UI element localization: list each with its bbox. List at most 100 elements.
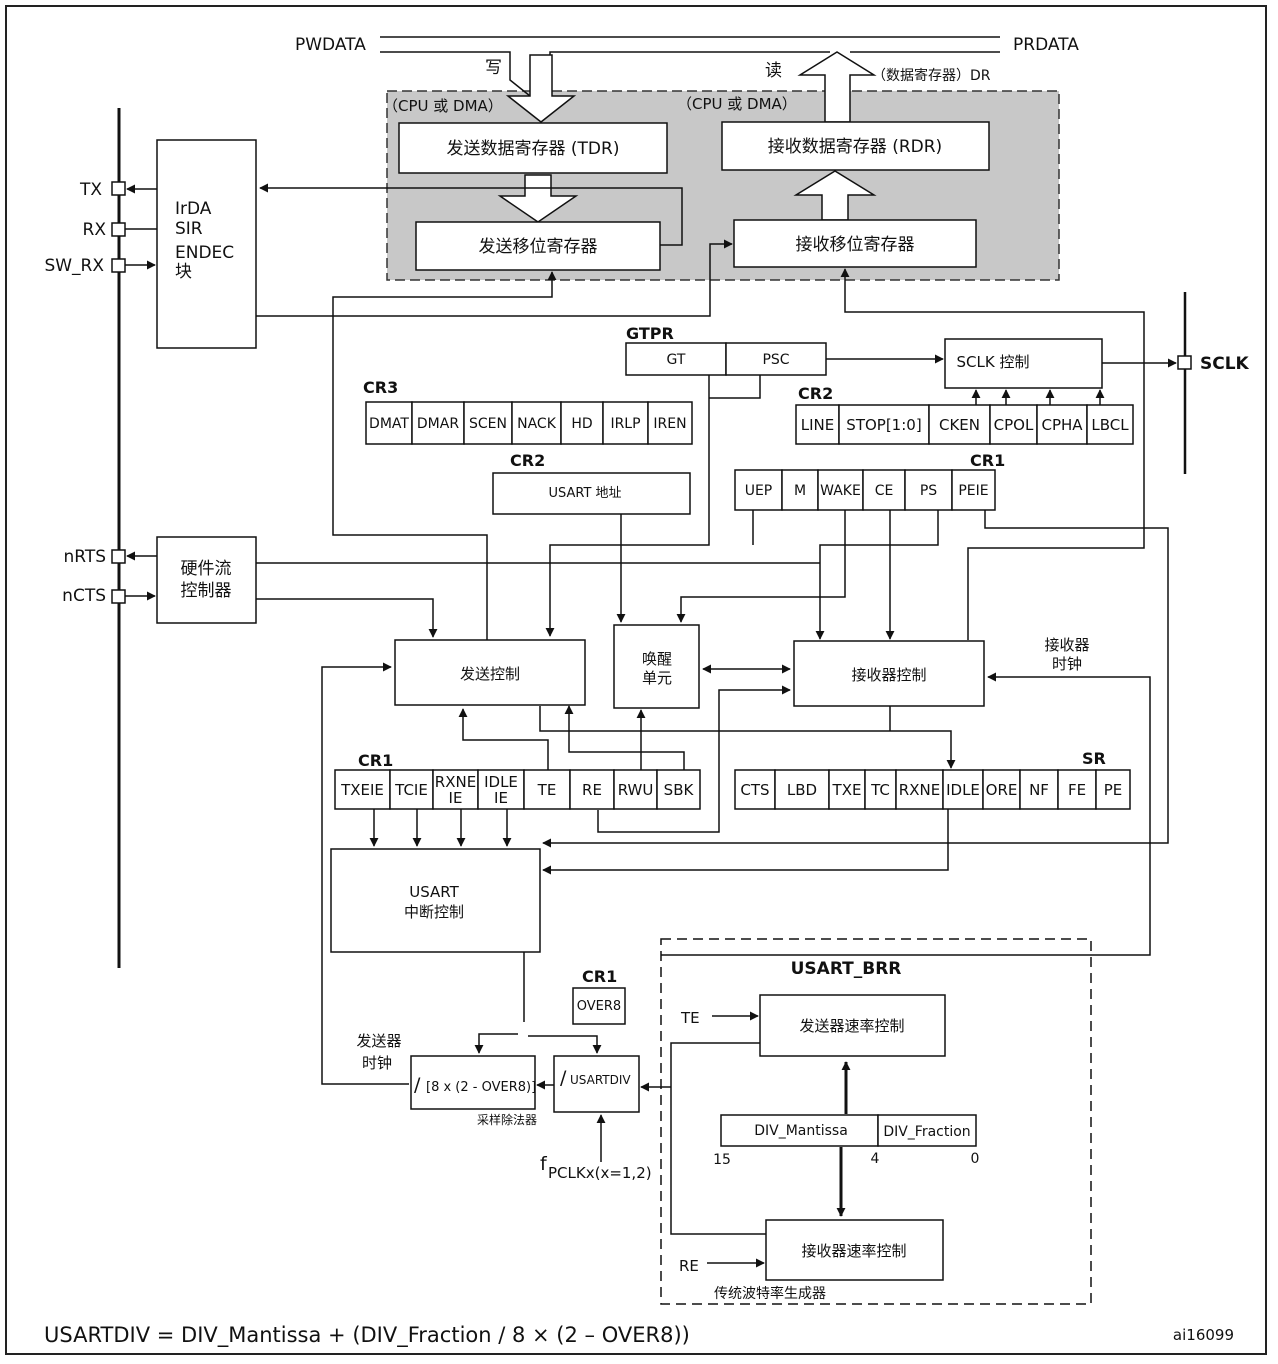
cr1-bottom-field-label: TE: [537, 781, 557, 799]
cr3-field-label: IREN: [653, 416, 686, 432]
sr-field-label: IDLE: [946, 781, 980, 799]
cr1-bottom-field-label: IE: [494, 789, 508, 807]
cpu-dma-right-label: （CPU 或 DMA）: [677, 95, 797, 113]
bit15-label: 15: [713, 1152, 731, 1168]
cr3-cell: [647, 401, 693, 445]
cr1-bottom-field-label: RE: [582, 781, 602, 799]
sampling-slash: /: [414, 1074, 421, 1096]
sampling-divider-label: [8 x (2 - OVER8)]: [426, 1080, 536, 1095]
cr3-cell: [411, 401, 465, 445]
rdr-box: [721, 121, 990, 171]
cr1-bottom-cell: [656, 769, 701, 810]
usartdiv-formula: USARTDIV = DIV_Mantissa + (DIV_Fraction …: [44, 1323, 690, 1348]
sr-field-label: PE: [1104, 781, 1123, 799]
usartdiv-label: USARTDIV: [570, 1073, 631, 1087]
sr-field-label: LBD: [787, 781, 817, 799]
brr-te-label: TE: [680, 1009, 700, 1027]
hw-flow-line1: 硬件流: [181, 559, 232, 579]
hw-flow-controller: [156, 536, 257, 624]
ncts-pin-label: nCTS: [62, 586, 106, 606]
tx-control-box: [394, 639, 586, 706]
rx-shift-register-label: 接收移位寄存器: [796, 235, 915, 255]
gtpr-cell: [625, 342, 727, 376]
tx-clock-line1: 发送器: [356, 1032, 401, 1050]
cr1-top-title: CR1: [970, 451, 1005, 470]
cr2-cell: [795, 404, 840, 445]
cr1-bottom-title: CR1: [358, 751, 393, 770]
sclk-pin: [1177, 355, 1192, 370]
rx-rate-control-box: [765, 1219, 944, 1281]
cr1-top-cell: [951, 469, 996, 511]
sr-field-label: RXNE: [899, 781, 940, 799]
cr1-over8-title: CR1: [582, 967, 617, 986]
rx-clock-line2: 时钟: [1052, 655, 1082, 673]
cr1-bottom-field-label: SBK: [664, 781, 695, 799]
cr1-top-cell: [781, 469, 819, 511]
sr-cell: [895, 769, 944, 810]
hw-flow-line2: 控制器: [181, 581, 232, 601]
data-bus: [380, 36, 1000, 97]
prdata-label: PRDATA: [1013, 35, 1079, 55]
wakeup-line1: 唤醒: [642, 650, 672, 668]
div-fraction-label: DIV_Fraction: [883, 1124, 970, 1140]
rx-control-label: 接收器控制: [851, 666, 926, 684]
cr3-cell: [511, 401, 562, 445]
div-fraction-box: [877, 1114, 977, 1147]
rx-pin: [111, 222, 126, 237]
cr2-field-label: CPOL: [994, 416, 1034, 434]
tx-shift-register-box: [415, 221, 661, 271]
tx-shift-register-label: 发送移位寄存器: [479, 237, 598, 257]
irda-block: [156, 139, 257, 349]
sclk-control-box: [944, 338, 1103, 389]
sr-field-label: NF: [1029, 781, 1049, 799]
brr-title: USART_BRR: [791, 959, 902, 979]
tdr-label: 发送数据寄存器 (TDR): [447, 139, 620, 159]
rx-clock-line1: 接收器: [1044, 636, 1089, 654]
cr1-bottom-field-label: TCIE: [394, 781, 428, 799]
write-label: 写: [485, 58, 502, 78]
div-mantissa-label: DIV_Mantissa: [754, 1123, 848, 1139]
sr-title: SR: [1082, 749, 1106, 768]
tdr-box: [398, 122, 668, 174]
tdr-to-shift-fat-arrow: [497, 174, 579, 223]
shift-to-rdr-fat-arrow: [793, 170, 877, 221]
cr2-field-label: CKEN: [939, 416, 980, 434]
write-fat-arrow: [505, 54, 577, 123]
irda-line4: 块: [175, 262, 192, 282]
cr3-field-label: NACK: [517, 416, 557, 432]
bit0-label: 0: [971, 1151, 980, 1167]
cr3-cell: [463, 401, 513, 445]
rdr-label: 接收数据寄存器 (RDR): [768, 137, 942, 157]
interrupt-control-box: [330, 848, 541, 953]
sw-rx-pin: [111, 258, 126, 273]
gtpr-cell: [725, 342, 827, 376]
cr1-top-cell: [817, 469, 864, 511]
sr-field-label: TXE: [832, 781, 862, 799]
cr1-bottom-cell: [389, 769, 434, 810]
sr-cell: [1019, 769, 1059, 810]
irda-line1: IrDA: [175, 199, 212, 219]
cr2-field-label: LBCL: [1091, 416, 1129, 434]
usart-address-box: [492, 472, 691, 515]
cr1-top-cell: [862, 469, 906, 511]
cr3-field-label: DMAT: [369, 416, 409, 432]
gtpr-field-label: PSC: [762, 352, 789, 368]
interrupt-line2: 中断控制: [404, 903, 464, 921]
cr1-bottom-field-label: TXEIE: [340, 781, 384, 799]
cr3-field-label: HD: [571, 416, 592, 432]
sr-field-label: TC: [870, 781, 890, 799]
sr-cell: [1095, 769, 1131, 810]
cr3-title: CR3: [363, 378, 398, 397]
over8-box: [572, 987, 626, 1025]
sr-cell: [982, 769, 1021, 810]
tx-pin: [111, 181, 126, 196]
cr1-bottom-cell: [432, 769, 479, 810]
cr1-top-field-label: PEIE: [958, 483, 988, 499]
interrupt-line1: USART: [409, 883, 459, 901]
bit4-label: 4: [871, 1151, 880, 1167]
cr1-bottom-cell: [613, 769, 658, 810]
cr1-bottom-field-label: IE: [449, 789, 463, 807]
